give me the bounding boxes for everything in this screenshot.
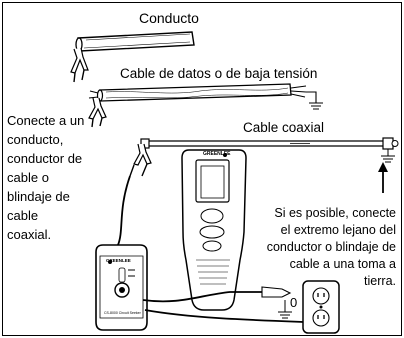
tracer-brand-logo: GREENLEE <box>203 151 231 157</box>
left-instruction-line: cable o <box>7 170 49 185</box>
left-instruction-line: blindaje de <box>7 189 70 204</box>
right-instruction-line: el extremo lejano del <box>280 223 396 237</box>
up-arrow <box>378 162 388 193</box>
lead-wires <box>117 175 306 323</box>
conduit-label: Conducto <box>139 10 199 26</box>
data-cable-label: Cable de datos o de baja tensión <box>120 66 318 81</box>
left-instruction: Conecte a un conducto, conductor de cabl… <box>7 111 84 244</box>
coax-clip <box>129 143 152 177</box>
right-instruction-line: conductor o blindaje de <box>266 240 396 254</box>
ground-zero-label: 0 <box>290 295 298 310</box>
coax-cable <box>140 137 399 163</box>
right-instruction-line: cable a una toma a <box>289 257 396 271</box>
conduit-alligator-clip <box>70 47 89 83</box>
coax-label: Cable coaxial <box>243 120 325 135</box>
diagram-border <box>2 2 402 336</box>
left-instruction-line: conductor de <box>7 151 83 166</box>
left-instruction-line: cable <box>7 208 39 223</box>
left-instruction-line: conducto, <box>7 132 64 147</box>
conduit-pipe <box>75 31 195 52</box>
transmitter-model-label: CS-8000 Circuit Seeker <box>104 311 141 315</box>
data-cable-clip <box>88 97 107 128</box>
right-instruction-line: Si es posible, conecte <box>274 206 396 220</box>
left-instruction-line: coaxial. <box>7 227 52 242</box>
ground-clip <box>261 286 292 319</box>
data-cable <box>88 83 323 110</box>
transmitter-brand-logo: GREENLEE <box>106 258 131 263</box>
left-instruction-line: Conecte a un <box>7 113 85 128</box>
tracer-handset <box>181 149 247 311</box>
wall-outlet <box>302 280 340 334</box>
transmitter-box <box>95 244 148 331</box>
right-instruction-line: tierra. <box>364 274 396 288</box>
right-instruction: Si es posible, conecte el extremo lejano… <box>267 205 396 290</box>
